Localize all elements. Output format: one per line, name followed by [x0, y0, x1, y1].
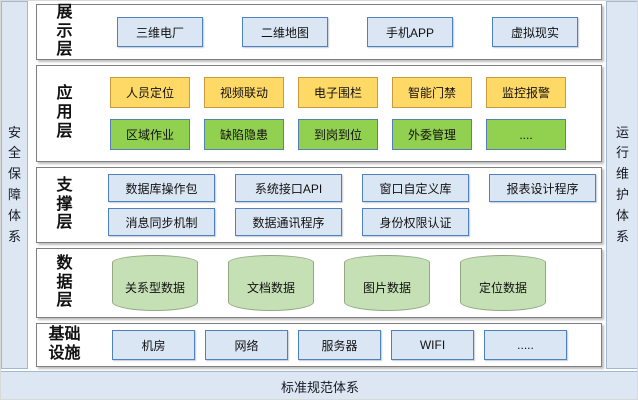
cylinder-body — [112, 262, 198, 311]
layer-presentation: 展示层 三维电厂 二维地图 手机APP 虚拟现实 — [36, 4, 602, 60]
layer-rows: 关系型数据 文档数据 图片数据 定位数据 — [92, 249, 601, 317]
cylinder-body — [460, 262, 546, 311]
module-row: 消息同步机制数据通讯程序身份权限认证 — [92, 208, 601, 236]
cylinder-label: 文档数据 — [246, 280, 295, 295]
module-box: .... — [486, 119, 566, 150]
module-box: 系统接口API — [235, 174, 342, 202]
module-box: 到岗到位 — [298, 119, 378, 150]
module-box: 二维地图 — [242, 17, 328, 47]
layer-support: 支撑层 数据库操作包系统接口API 窗口自定义库报表设计程序消息同步机制数据通讯程序… — [36, 167, 602, 243]
module-row: 机房网络服务器 WIFI..... — [92, 330, 601, 360]
module-row: 三维电厂 二维地图 手机APP 虚拟现实 — [92, 17, 601, 47]
layer-label-presentation: 展示层 — [56, 3, 73, 59]
module-row: 数据库操作包系统接口API 窗口自定义库报表设计程序 — [92, 174, 601, 202]
layer-label-support: 支撑层 — [56, 176, 73, 232]
module-box: 区域作业 — [110, 119, 190, 150]
layer-rows: 人员定位视频联动电子围栏智能门禁监控报警区域作业缺陷隐患到岗到位外委管理.... — [92, 66, 601, 161]
operation-maintenance-sidebar: 运行维护体系 — [606, 1, 637, 369]
module-box: 机房 — [112, 330, 195, 360]
cylinder-label: 关系型数据 — [124, 280, 185, 295]
module-row: 区域作业缺陷隐患到岗到位外委管理.... — [92, 119, 601, 150]
layer-infrastructure: 基础设施 机房网络服务器 WIFI..... — [36, 323, 602, 367]
module-box: 电子围栏 — [298, 77, 378, 108]
layer-label-data: 数据层 — [56, 254, 73, 310]
module-box: ..... — [484, 330, 567, 360]
module-row: 关系型数据 文档数据 图片数据 定位数据 — [92, 255, 601, 311]
cylinder-label: 定位数据 — [478, 280, 527, 295]
module-box: 网络 — [205, 330, 288, 360]
layer-rows: 数据库操作包系统接口API 窗口自定义库报表设计程序消息同步机制数据通讯程序身份权… — [92, 168, 601, 242]
module-box: 消息同步机制 — [108, 208, 215, 236]
security-assurance-sidebar: 安全保障体系 — [1, 1, 28, 369]
standards-bar-label: 标准规范体系 — [280, 380, 359, 395]
layer-application: 应用层人员定位视频联动电子围栏智能门禁监控报警区域作业缺陷隐患到岗到位外委管理.… — [36, 65, 602, 162]
database-cylinder: 定位数据 — [460, 255, 546, 311]
module-box: 手机APP — [367, 17, 453, 47]
cylinder-body — [228, 262, 314, 311]
layer-rows: 三维电厂 二维地图 手机APP 虚拟现实 — [92, 5, 601, 59]
module-box: 数据通讯程序 — [235, 208, 342, 236]
security-assurance-label: 安全保障体系 — [8, 124, 22, 244]
database-cylinder: 文档数据 — [228, 255, 314, 311]
operation-maintenance-label: 运行维护体系 — [616, 124, 630, 244]
module-box: 虚拟现实 — [492, 17, 578, 47]
module-box: 三维电厂 — [117, 17, 203, 47]
layer-rows: 机房网络服务器 WIFI..... — [92, 324, 601, 366]
module-box: 窗口自定义库 — [362, 174, 469, 202]
module-row: 人员定位视频联动电子围栏智能门禁监控报警 — [92, 77, 601, 108]
cylinder-body — [344, 262, 430, 311]
layers-container: 展示层 三维电厂 二维地图 手机APP 虚拟现实应用层 人员定位视频联动电子围栏智能门禁监… — [36, 4, 602, 367]
module-box: 人员定位 — [110, 77, 190, 108]
module-box: 服务器 — [298, 330, 381, 360]
module-box: 视频联动 — [204, 77, 284, 108]
module-box: 数据库操作包 — [108, 174, 215, 202]
layer-label-infrastructure: 基础设施 — [48, 326, 81, 362]
module-box: 监控报警 — [486, 77, 566, 108]
module-box: 外委管理 — [392, 119, 472, 150]
database-cylinder: 关系型数据 — [112, 255, 198, 311]
module-box: 身份权限认证 — [362, 208, 469, 236]
layer-label-application: 应用层 — [56, 85, 73, 140]
module-box: WIFI — [391, 330, 474, 360]
module-box: 智能门禁 — [392, 77, 472, 108]
module-box: 缺陷隐患 — [204, 119, 284, 150]
module-box: 报表设计程序 — [489, 174, 596, 202]
cylinder-label: 图片数据 — [362, 280, 411, 295]
database-cylinder: 图片数据 — [344, 255, 430, 311]
layer-data: 数据层 关系型数据 文档数据 图片数据 定位数据 — [36, 248, 602, 318]
standards-bar: 标准规范体系 — [1, 371, 637, 399]
